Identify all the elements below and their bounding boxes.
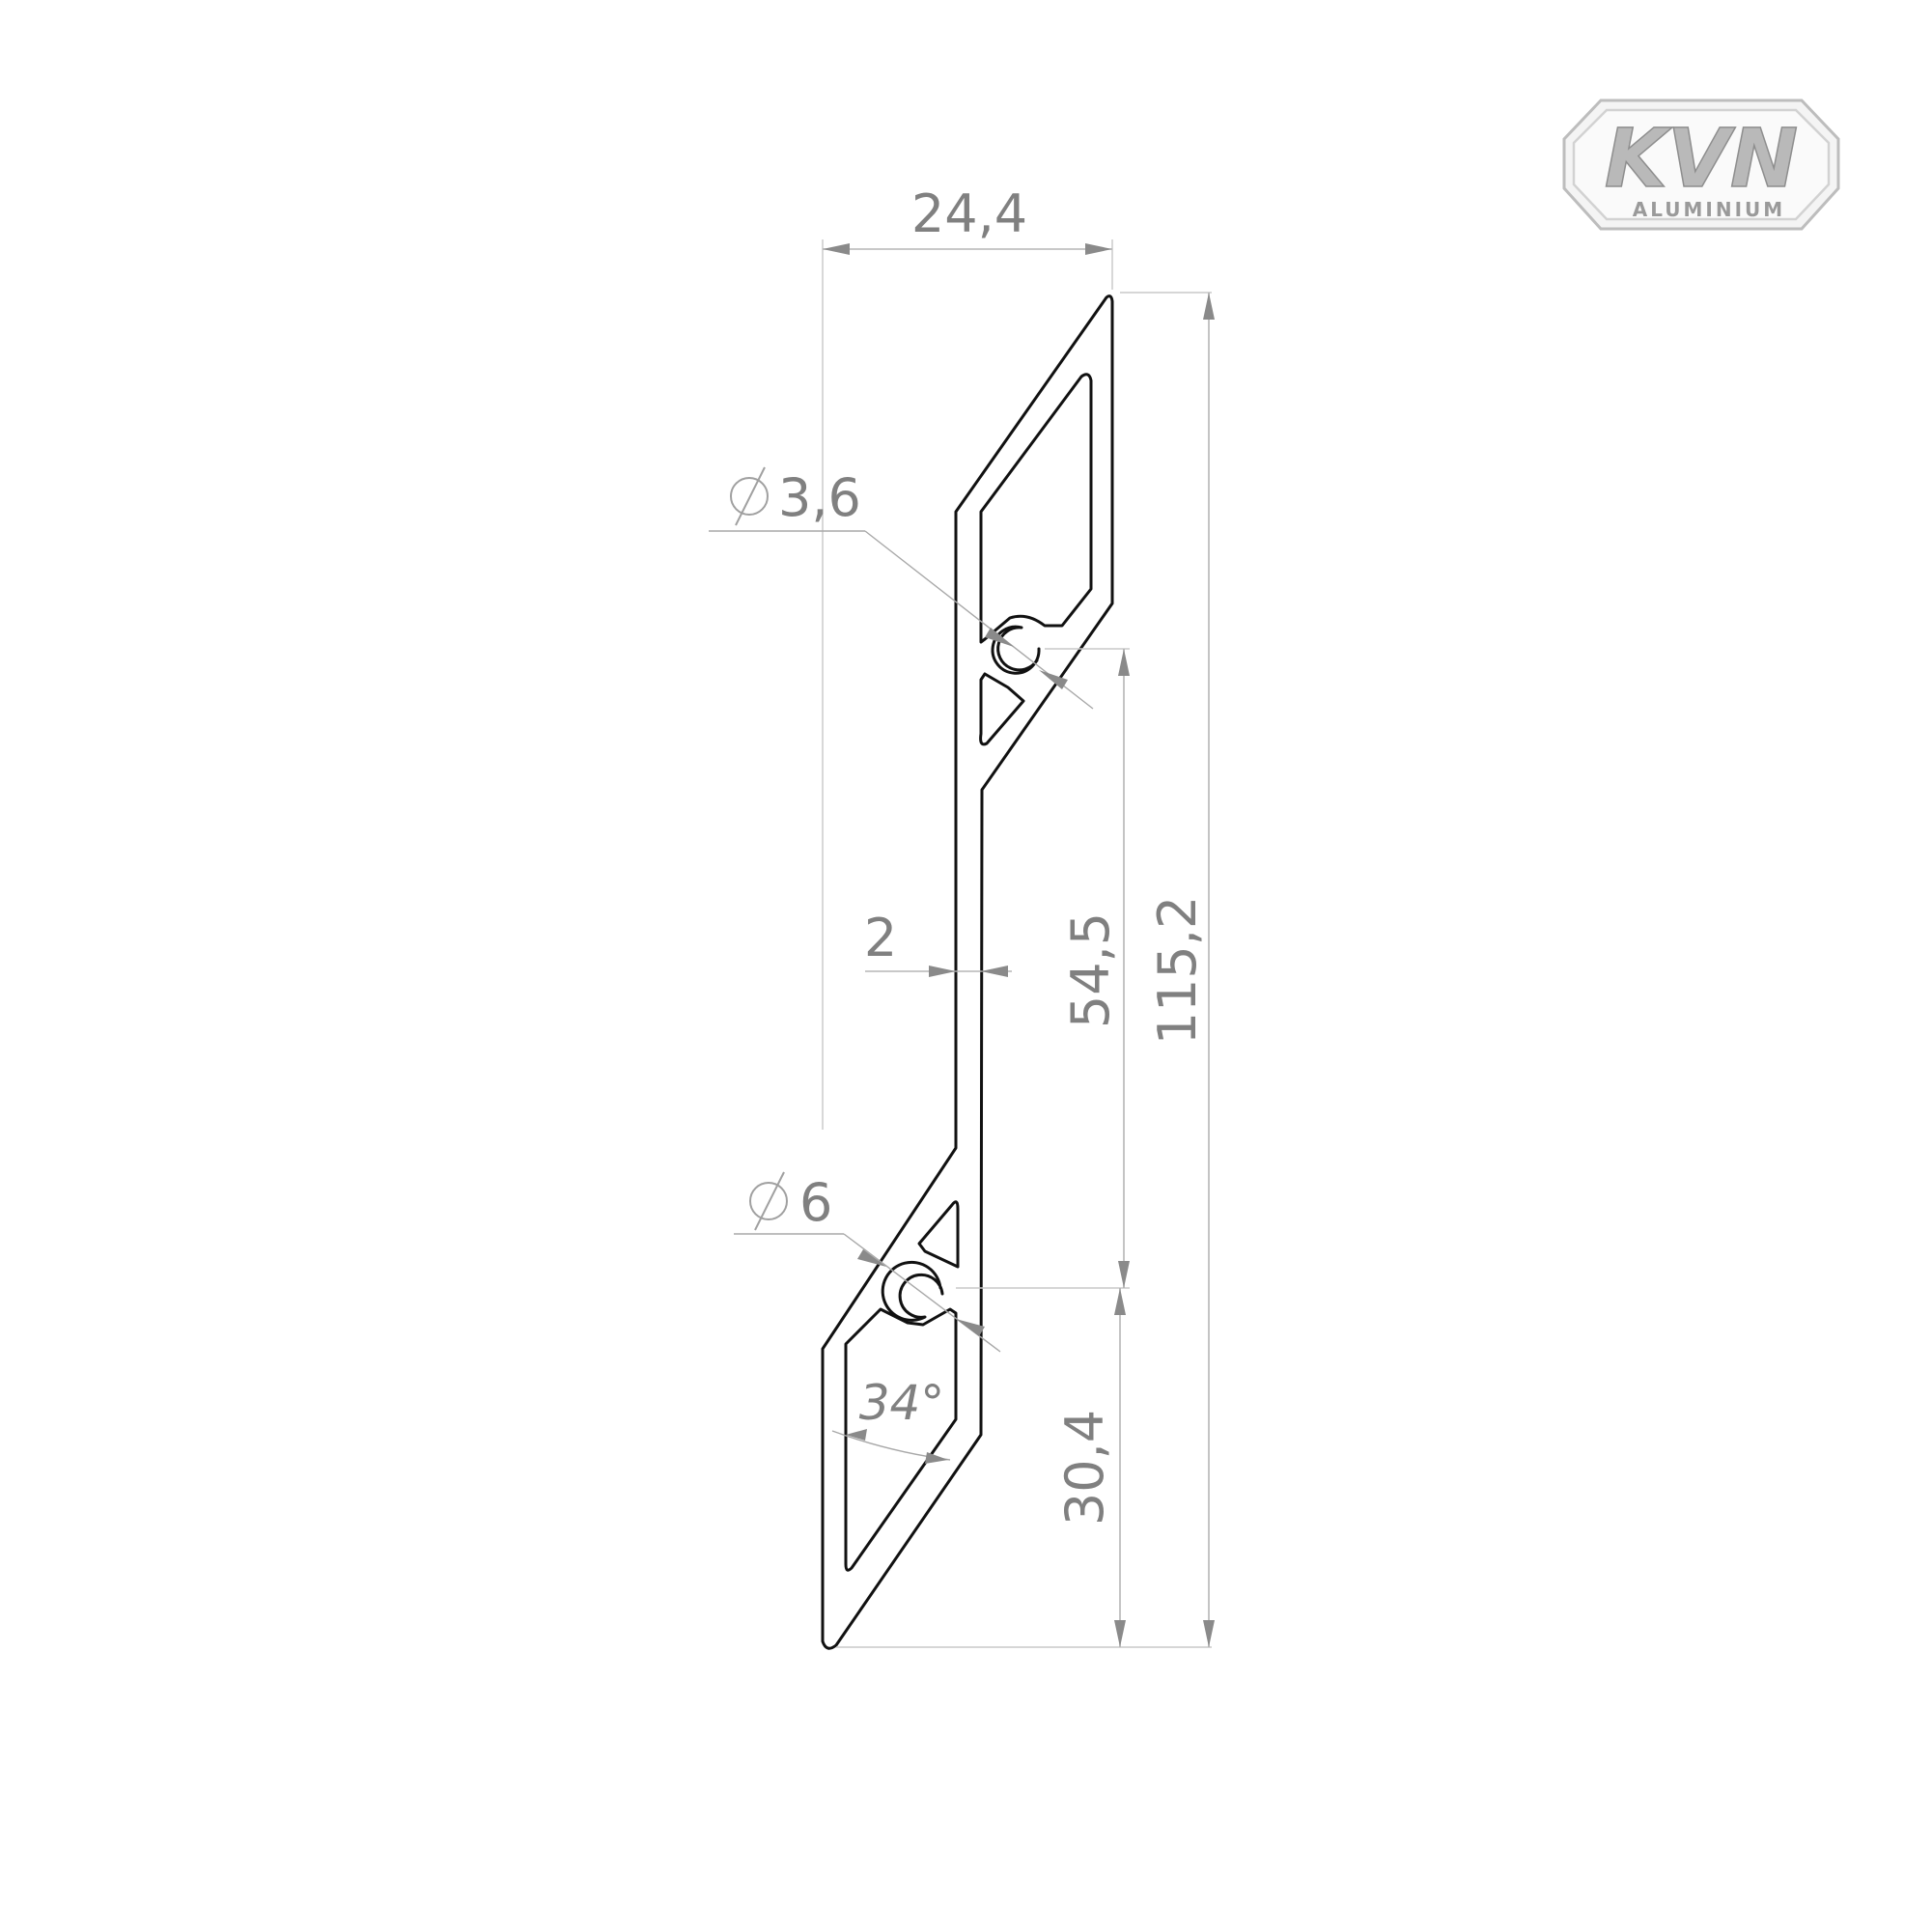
kvn-logo: KVN ALUMINIUM <box>1562 98 1840 231</box>
dimension-width-top-label: 24,4 <box>911 183 1027 244</box>
upper-screw-port <box>991 625 1041 675</box>
lower-screw-port <box>881 1260 944 1322</box>
upper-triangle <box>979 672 1025 746</box>
logo-brand: KVN <box>1605 111 1798 206</box>
dimension-bottom-offset: 30,4 <box>1054 1288 1126 1647</box>
dimension-wall-thickness: 2 <box>864 908 1012 977</box>
lower-triangle <box>917 1200 960 1269</box>
dimension-bottom-offset-label: 30,4 <box>1054 1410 1115 1526</box>
dimension-hole-small: 3,6 <box>709 466 1094 710</box>
profile-outer-contour <box>821 294 1114 1650</box>
dimension-hole-large-label: 6 <box>799 1172 832 1233</box>
dimension-total-height-label: 115,2 <box>1147 896 1208 1046</box>
upper-chamber <box>979 373 1093 644</box>
dimension-center-distance: 54,5 <box>1060 649 1130 1288</box>
dimension-angle: 34° <box>831 1375 951 1464</box>
dimension-hole-small-label: 3,6 <box>778 467 861 528</box>
diameter-icon <box>749 1171 788 1231</box>
dimension-hole-large: 6 <box>734 1171 1001 1353</box>
dimension-center-distance-label: 54,5 <box>1060 912 1121 1028</box>
diameter-icon <box>730 466 769 526</box>
profile-outline <box>821 294 1114 1650</box>
lower-chamber <box>844 1307 958 1572</box>
logo-subtitle: ALUMINIUM <box>1633 198 1785 221</box>
dimension-total-height: 115,2 <box>1147 293 1215 1647</box>
dimension-width-top: 24,4 <box>823 183 1112 255</box>
extension-lines <box>822 239 1212 1648</box>
dimension-angle-label: 34° <box>859 1375 945 1431</box>
dimension-wall-thickness-label: 2 <box>864 908 897 968</box>
